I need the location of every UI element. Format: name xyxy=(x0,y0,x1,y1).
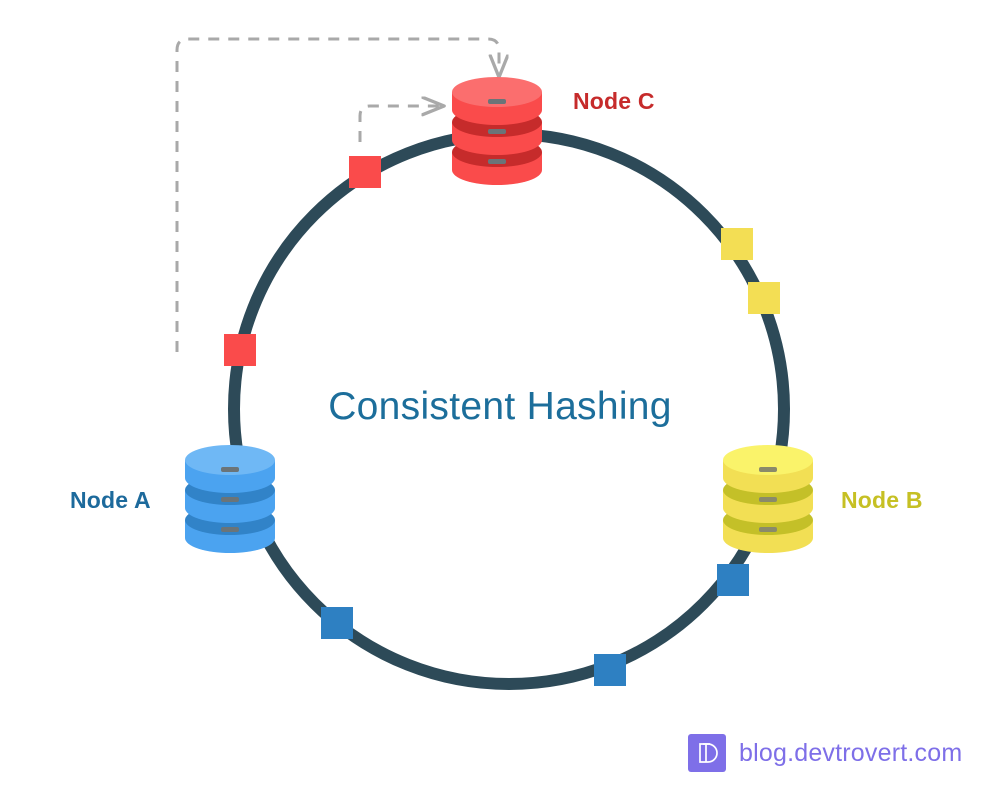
key-marker-red-2[interactable] xyxy=(224,334,256,366)
key-marker-yellow-1[interactable] xyxy=(721,228,753,260)
watermark[interactable]: blog.devtrovert.com xyxy=(688,734,962,772)
arrow-short-remap xyxy=(358,106,443,142)
watermark-text: blog.devtrovert.com xyxy=(739,738,963,767)
key-marker-red-1[interactable] xyxy=(349,156,381,188)
node-c-label: Node C xyxy=(573,88,655,114)
node-a-label: Node A xyxy=(70,487,151,513)
logo-monogram-icon xyxy=(699,743,718,763)
key-marker-blue-2[interactable] xyxy=(594,654,626,686)
key-marker-yellow-2[interactable] xyxy=(748,282,780,314)
database-node-b[interactable] xyxy=(723,445,813,553)
key-marker-blue-1[interactable] xyxy=(717,564,749,596)
diagram-title: Consistent Hashing xyxy=(328,385,672,428)
devtrovert-logo-icon xyxy=(688,734,726,772)
database-node-a[interactable] xyxy=(185,445,275,553)
arrow-long-remap xyxy=(175,37,499,352)
node-b-label: Node B xyxy=(841,487,923,513)
database-node-c[interactable] xyxy=(452,77,542,185)
key-marker-blue-3[interactable] xyxy=(321,607,353,639)
